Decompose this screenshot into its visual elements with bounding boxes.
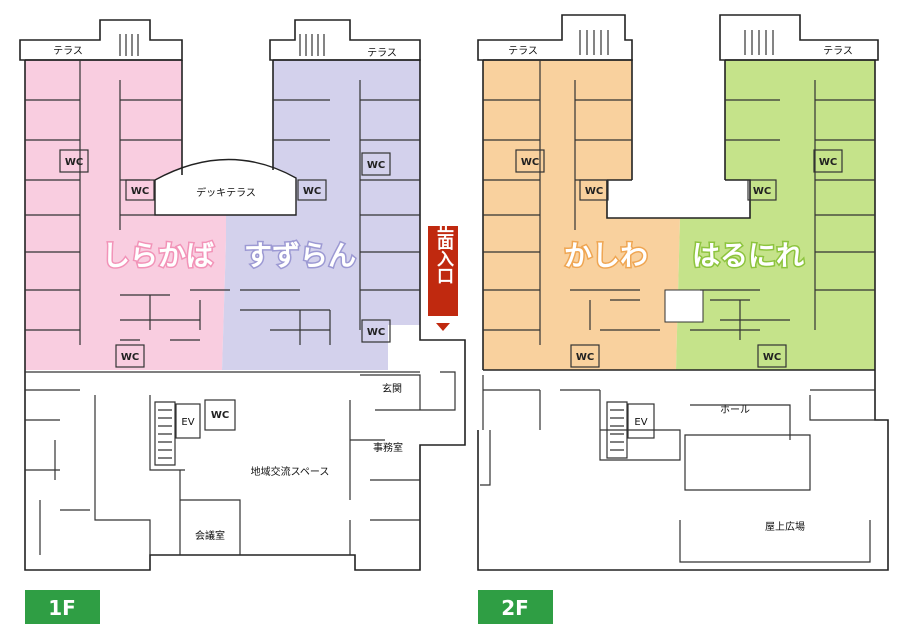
- floor-1: WC WC WC WC WC WC WC テラス テラス デッキテラス EV 玄…: [19, 19, 466, 624]
- unit-zone-kashiwa: [483, 60, 680, 370]
- wc-2f-2: WC: [579, 179, 609, 201]
- wc-2f-4: WC: [813, 149, 843, 173]
- unit-zone-suzuran: [222, 60, 420, 370]
- wc-1f-4: WC: [361, 152, 391, 176]
- deck-terrace-area: [154, 158, 297, 216]
- void-2f: [664, 289, 704, 323]
- unit-label-suzuran: すずらん: [244, 239, 356, 272]
- floor-badge-2f-bg: [478, 590, 553, 624]
- label-office: 事務室: [373, 441, 403, 454]
- svg-text:WC: WC: [131, 186, 149, 197]
- label-ev-1f: EV: [181, 417, 194, 428]
- unit-label-kashiwa: かしわ: [564, 239, 648, 272]
- wc-2f-1: WC: [515, 149, 545, 173]
- svg-text:WC: WC: [576, 352, 594, 363]
- wc-1f-3: WC: [297, 179, 327, 201]
- entrance-arrow-icon: [436, 323, 450, 331]
- svg-text:WC: WC: [763, 352, 781, 363]
- label-deck-terrace: デッキテラス: [196, 186, 256, 199]
- wc-2f-5: WC: [570, 344, 600, 368]
- main-entrance-label: 正面入口: [433, 216, 454, 284]
- wc-1f-1: WC: [59, 149, 89, 173]
- label-terrace-left-2f: テラス: [508, 45, 538, 57]
- svg-text:WC: WC: [819, 157, 837, 168]
- floor-badge-1f: 1F: [48, 596, 76, 620]
- label-terrace-right-1f: テラス: [367, 47, 397, 59]
- label-terrace-left-1f: テラス: [53, 45, 83, 57]
- unit-label-harunire: はるにれ: [692, 239, 804, 272]
- svg-text:WC: WC: [303, 186, 321, 197]
- svg-text:WC: WC: [585, 186, 603, 197]
- svg-text:WC: WC: [753, 186, 771, 197]
- label-terrace-right-2f: テラス: [823, 45, 853, 57]
- wc-1f-7: WC: [211, 410, 229, 421]
- floor-2: WC WC WC WC WC WC テラス テラス EV ホール 屋上広場 かし…: [477, 14, 889, 624]
- unit-label-shirakaba: しらかば: [102, 239, 214, 272]
- svg-text:WC: WC: [367, 327, 385, 338]
- label-rooftop-plaza: 屋上広場: [765, 520, 805, 533]
- label-ev-2f: EV: [634, 417, 647, 428]
- svg-text:WC: WC: [211, 410, 229, 421]
- main-entrance-sign: [428, 226, 458, 316]
- floor-badge-1f-bg: [25, 590, 100, 624]
- wc-1f-6: WC: [115, 344, 145, 368]
- label-community-space: 地域交流スペース: [251, 465, 330, 478]
- wc-2f-6: WC: [757, 344, 787, 368]
- wc-1f-2: WC: [125, 179, 155, 201]
- svg-text:WC: WC: [65, 157, 83, 168]
- svg-text:WC: WC: [367, 160, 385, 171]
- label-hall: ホール: [720, 404, 750, 416]
- floor-badge-2f: 2F: [501, 596, 529, 620]
- label-entrance-hall: 玄関: [382, 382, 402, 395]
- wc-2f-3: WC: [747, 179, 777, 201]
- label-meeting-room: 会議室: [195, 529, 225, 542]
- svg-text:WC: WC: [121, 352, 139, 363]
- wc-1f-5: WC: [361, 319, 391, 343]
- svg-text:WC: WC: [521, 157, 539, 168]
